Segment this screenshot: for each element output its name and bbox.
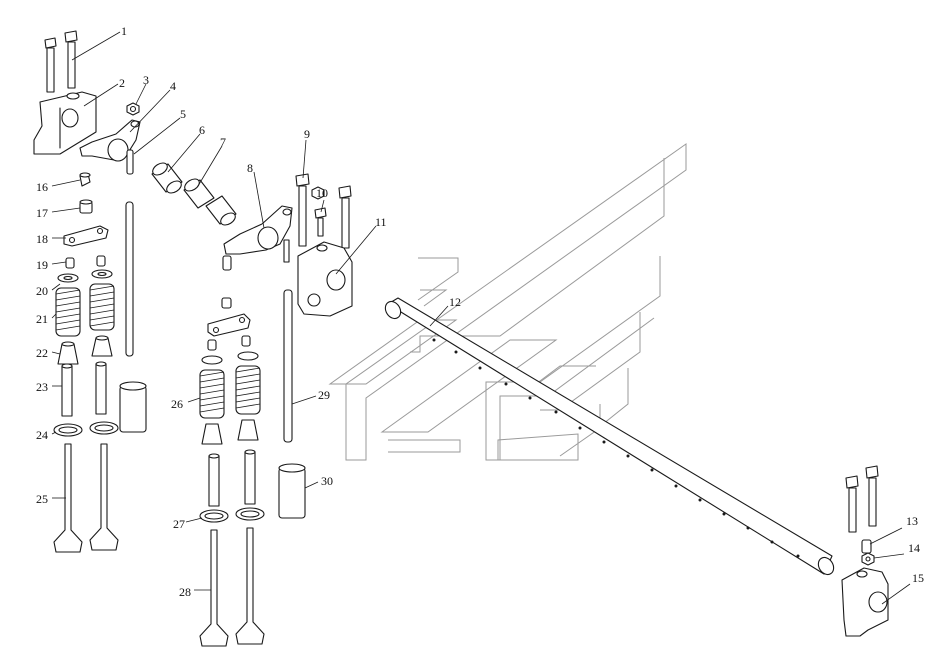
part-8-rocker-arm — [222, 205, 293, 271]
part-22-valve-seals — [57, 335, 113, 365]
part-29-pushrod — [283, 289, 293, 443]
callout-14: 14 — [908, 541, 920, 555]
callout-21: 21 — [36, 312, 48, 326]
part-18-bridge — [63, 225, 109, 247]
part-27-seat-inserts — [199, 507, 265, 523]
part-30-sleeve — [278, 463, 306, 519]
callout-24: 24 — [36, 428, 48, 442]
callout-1: 1 — [121, 24, 127, 38]
part-middle-guides — [208, 449, 256, 507]
callout-9: 9 — [304, 127, 310, 141]
callouts: 1 2 3 4 5 6 7 8 9 10 11 12 13 14 15 16 1… — [36, 24, 924, 599]
part-24-seat-inserts — [53, 421, 119, 437]
part-26-valve-springs — [199, 297, 261, 445]
callout-27: 27 — [173, 517, 185, 531]
callout-2: 2 — [119, 76, 125, 90]
callout-4: 4 — [170, 79, 176, 93]
part-28-valves — [199, 527, 265, 647]
callout-11: 11 — [375, 215, 387, 229]
callout-12: 12 — [449, 295, 461, 309]
callout-23: 23 — [36, 380, 48, 394]
part-25-valves — [53, 443, 119, 553]
callout-16: 16 — [36, 180, 48, 194]
part-pushrod-left — [125, 201, 134, 357]
part-5-pin — [126, 149, 134, 175]
part-7-bushing — [183, 178, 237, 226]
callout-18: 18 — [36, 232, 48, 246]
part-sleeve-left — [119, 381, 147, 433]
part-20-spring-retainers — [57, 269, 113, 283]
leader-lines — [51, 31, 911, 605]
callout-7: 7 — [220, 135, 226, 149]
callout-22: 22 — [36, 346, 48, 360]
callout-15: 15 — [912, 571, 924, 585]
part-1-bolts — [44, 30, 78, 93]
part-9-bolt — [283, 173, 310, 263]
part-21-valve-springs — [55, 283, 115, 337]
callout-30: 30 — [321, 474, 333, 488]
callout-25: 25 — [36, 492, 48, 506]
part-12-rocker-shaft — [384, 297, 835, 576]
callout-10: 10 — [316, 186, 328, 200]
callout-26: 26 — [171, 397, 183, 411]
part-2-bracket — [33, 91, 97, 155]
part-15-end-bracket — [841, 567, 889, 637]
part-19-valve-lock — [65, 255, 106, 269]
part-16-screw — [79, 172, 91, 187]
part-3-nut — [126, 102, 140, 116]
part-right-bolts — [845, 465, 879, 533]
callout-28: 28 — [179, 585, 191, 599]
part-14-nut — [861, 552, 875, 566]
callout-3: 3 — [143, 73, 149, 87]
callout-19: 19 — [36, 258, 48, 272]
callout-5: 5 — [180, 107, 186, 121]
watermark-logo — [328, 143, 687, 461]
callout-6: 6 — [199, 123, 205, 137]
part-13-pin — [861, 539, 872, 554]
callout-8: 8 — [247, 161, 253, 175]
part-23-valve-guides — [61, 361, 107, 417]
part-17-cap — [79, 199, 93, 214]
part-6-bushing — [151, 162, 183, 194]
callout-13: 13 — [906, 514, 918, 528]
callout-20: 20 — [36, 284, 48, 298]
callout-17: 17 — [36, 206, 48, 220]
callout-29: 29 — [318, 388, 330, 402]
part-11-bracket — [297, 241, 353, 317]
part-4-rocker-arm — [79, 119, 141, 162]
